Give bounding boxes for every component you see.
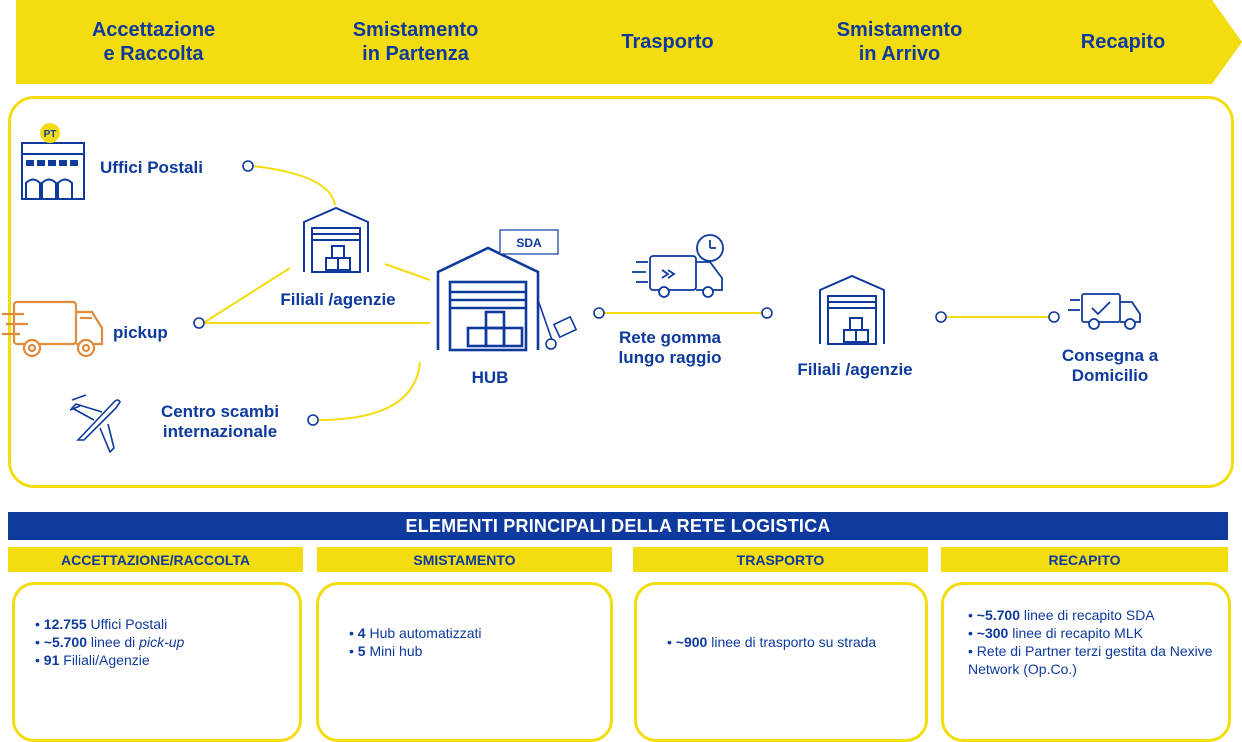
post-office-icon [21,142,85,200]
node-dot [307,414,319,426]
category-recapito: RECAPITO [941,547,1228,572]
network-diagram-frame [8,96,1234,488]
box-recapito: • ~5.700 linee di recapito SDA • ~300 li… [941,582,1231,742]
label-filiali-left: Filiali /agenzie [280,290,396,309]
label-uffici-postali: Uffici Postali [100,158,203,177]
label-hub: HUB [471,368,509,387]
node-dot [242,160,254,172]
list-item: • 5 Mini hub [349,643,423,659]
sda-tag-text: SDA [516,236,542,250]
category-trasporto: TRASPORTO [633,547,928,572]
list-item: • ~5.700 linee di recapito SDA [968,607,1155,623]
label-consegna-domicilio: Consegna a Domicilio [1061,346,1159,385]
connector-filiali-hub [384,263,431,281]
stage-smistamento-arrivo: Smistamento in Arrivo [762,0,1007,84]
label-centro-scambi: Centro scambi internazionale [160,402,280,441]
label-rete-gomma: Rete gomma lungo raggio [618,328,722,367]
sda-tag-box [499,229,559,255]
pickup-truck-icon [2,300,104,358]
node-dot [935,311,947,323]
node-dot [193,317,205,329]
node-dot [593,307,605,319]
list-item: • ~5.700 linee di pick-up [35,634,185,650]
airplane-icon [69,394,121,454]
pt-badge-icon [40,123,60,143]
elements-banner: ELEMENTI PRINCIPALI DELLA RETE LOGISTICA [8,512,1228,540]
node-dot [1048,311,1060,323]
network-diagram: PT SDA [2,123,1141,454]
connector-pickup-filiali [204,267,291,323]
list-item: • ~900 linee di trasporto su strada [667,634,877,650]
express-truck-icon [632,234,724,298]
node-dot [761,307,773,319]
hand-truck-icon [537,299,578,350]
list-item: • 91 Filiali/Agenzie [35,652,150,668]
list-item: • 12.755 Uffici Postali [35,616,168,632]
delivery-check-truck-icon [1068,293,1141,330]
stage-smistamento-partenza: Smistamento in Partenza [258,0,543,84]
warehouse-icon-filiali-right [819,274,885,345]
list-item: • 4 Hub automatizzati [349,625,482,641]
warehouse-icon-filiali-left [303,206,369,273]
list-item: • Rete di Partner terzi gestita da Nexiv… [968,643,1213,677]
stage-accettazione-raccolta: Accettazione e Raccolta [16,0,291,84]
stage-trasporto: Trasporto [510,0,795,84]
label-pickup: pickup [113,323,168,342]
box-accettazione: • 12.755 Uffici Postali • ~5.700 linee d… [12,582,302,742]
connector-uffici-filiali [252,165,336,206]
box-smistamento: • 4 Hub automatizzati • 5 Mini hub [316,582,613,742]
label-filiali-right: Filiali /agenzie [797,360,913,379]
connector-centro-hub [317,361,421,421]
category-smistamento: SMISTAMENTO [317,547,612,572]
list-item: • ~300 linee di recapito MLK [968,625,1143,641]
hub-warehouse-icon [436,246,540,352]
pt-badge-text: PT [44,129,57,140]
stage-recapito: Recapito [974,0,1242,84]
box-trasporto: • ~900 linee di trasporto su strada [634,582,928,742]
category-accettazione: ACCETTAZIONE/RACCOLTA [8,547,303,572]
